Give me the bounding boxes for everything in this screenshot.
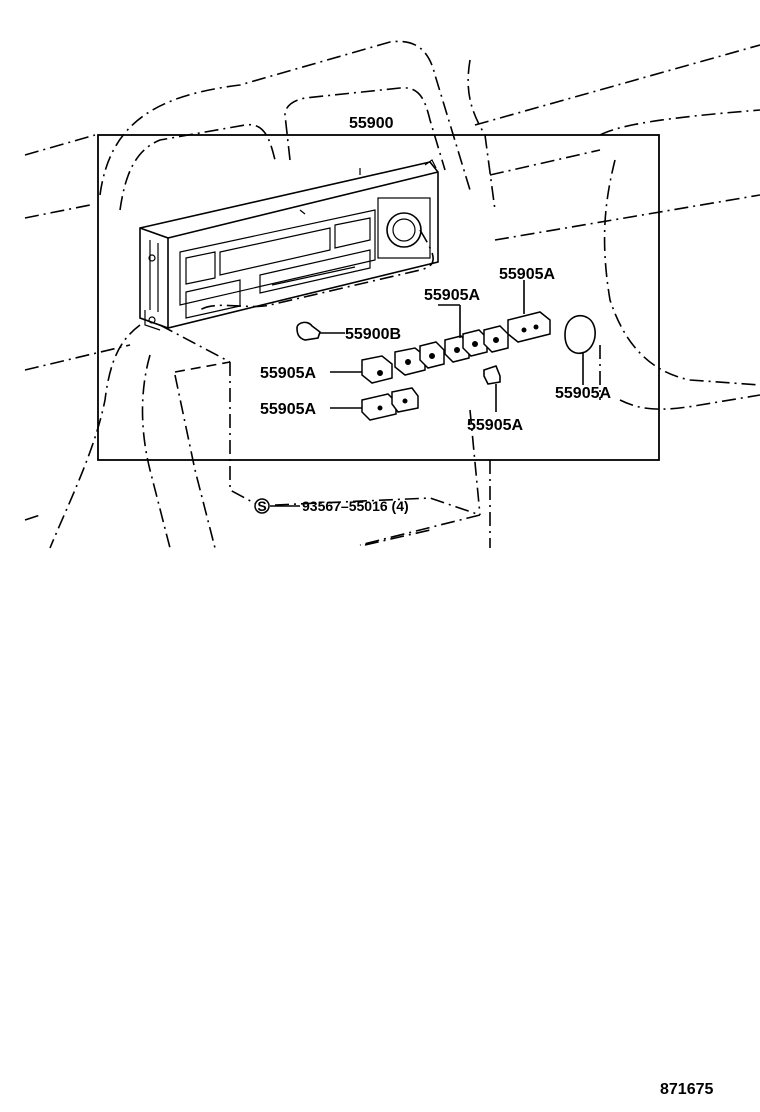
label-round-knob: 55905A	[555, 385, 611, 402]
round-knob	[564, 314, 596, 385]
label-button-left-upper: 55905A	[260, 365, 316, 382]
label-small-knob: 55900B	[345, 326, 401, 343]
leader-lines	[270, 280, 525, 507]
figure-number: 871675	[660, 1081, 713, 1098]
small-knob-55900b	[296, 321, 345, 341]
detail-frame	[97, 134, 660, 461]
screw-symbol-letter: S	[257, 498, 266, 514]
screw-symbol: S	[254, 498, 270, 514]
label-clip: 55905A	[467, 417, 523, 434]
label-button-left-lower: 55905A	[260, 401, 316, 418]
label-screw: 93567–55016 (4)	[302, 498, 409, 514]
button-cluster-upper	[361, 311, 551, 384]
label-knob-set-right: 55905A	[499, 266, 555, 283]
clip	[483, 365, 501, 412]
label-knob-set-upper: 55905A	[424, 287, 480, 304]
label-main-unit: 55900	[349, 115, 394, 132]
heater-control-unit	[139, 159, 439, 331]
button-cluster-lower	[361, 387, 419, 421]
